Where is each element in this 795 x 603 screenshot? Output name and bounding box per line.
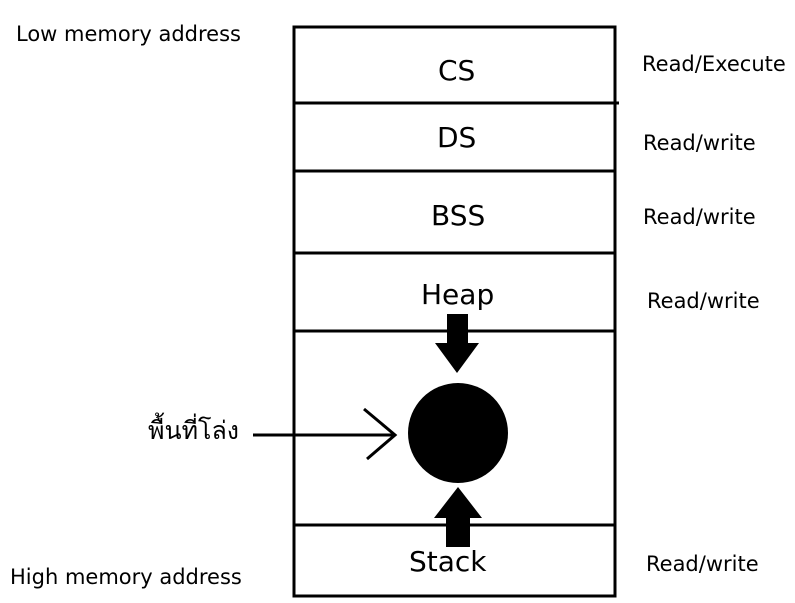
segment-ds-label: DS bbox=[437, 121, 477, 154]
free-space-label: พื้นที่โล่ง bbox=[148, 416, 240, 445]
permission-ds: Read/write bbox=[643, 131, 756, 155]
stack-growth-arrow-icon bbox=[434, 487, 482, 547]
permission-heap: Read/write bbox=[647, 289, 760, 313]
free-space-circle bbox=[408, 383, 508, 483]
memory-block-outline bbox=[292, 25, 617, 598]
high-memory-address-label: High memory address bbox=[10, 565, 242, 589]
segment-heap-label: Heap bbox=[421, 278, 495, 311]
permission-cs: Read/Execute bbox=[642, 52, 786, 76]
heap-growth-arrow-icon bbox=[435, 314, 479, 373]
segment-bss-label: BSS bbox=[431, 199, 486, 232]
permission-bss: Read/write bbox=[643, 205, 756, 229]
segment-stack-label: Stack bbox=[409, 545, 487, 578]
low-memory-address-label: Low memory address bbox=[16, 22, 241, 46]
free-space-pointer-arrowhead-icon bbox=[363, 407, 398, 461]
permission-stack: Read/write bbox=[646, 552, 759, 576]
segment-cs-label: CS bbox=[438, 54, 476, 87]
